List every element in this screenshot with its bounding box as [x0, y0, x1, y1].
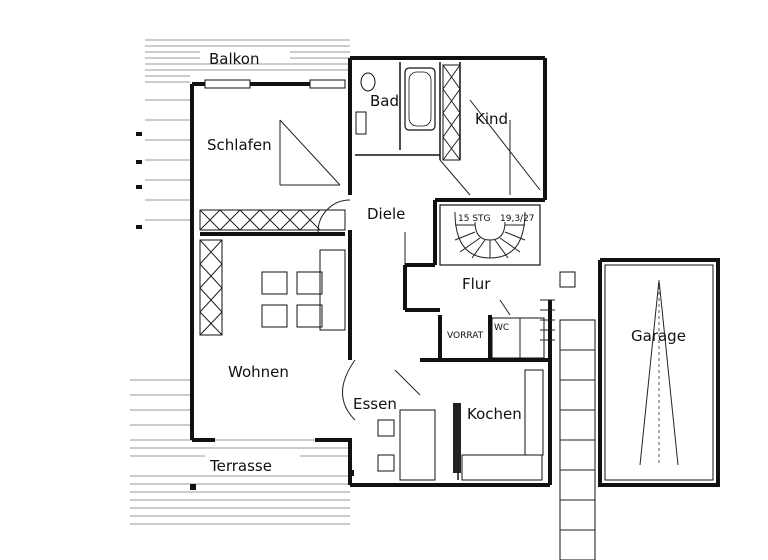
wardrobe-kind: [442, 64, 461, 161]
sink: [355, 111, 367, 135]
wardrobe-wohnen: [199, 239, 223, 336]
garage-walls: [598, 258, 720, 487]
label-diele: Diele: [367, 205, 405, 223]
staircase: [439, 204, 541, 266]
entrance-lines: [491, 299, 555, 359]
window-schlafen: [204, 79, 346, 89]
label-stair-steps: 15 STG: [458, 214, 491, 224]
label-vorrat: VORRAT: [447, 331, 484, 341]
label-kochen: Kochen: [467, 405, 522, 423]
label-wohnen: Wohnen: [228, 363, 289, 381]
label-bad: Bad: [370, 92, 399, 110]
label-essen: Essen: [353, 395, 397, 413]
label-schlafen: Schlafen: [207, 136, 272, 154]
balcony-posts: [136, 132, 354, 490]
label-garage: Garage: [631, 327, 686, 345]
living-furniture: [261, 249, 346, 331]
dining-table: [377, 409, 436, 481]
kitchen-counter: [453, 369, 544, 481]
label-wc: WC: [494, 323, 509, 333]
door-swings: [317, 159, 511, 421]
label-flur: Flur: [462, 275, 491, 293]
label-terrasse: Terrasse: [209, 457, 272, 475]
balcony-hatching: [145, 39, 350, 221]
schlafen-diagonals: [279, 99, 541, 195]
terrace-hatching: [130, 379, 350, 525]
label-kind: Kind: [475, 110, 508, 128]
wardrobe-schlafen: [199, 209, 346, 231]
bathtub: [404, 67, 436, 131]
exterior-steps: [559, 271, 596, 560]
label-balkon: Balkon: [209, 50, 260, 68]
toilet: [360, 72, 376, 92]
label-stair-ratio: 19,3/27: [500, 214, 535, 224]
